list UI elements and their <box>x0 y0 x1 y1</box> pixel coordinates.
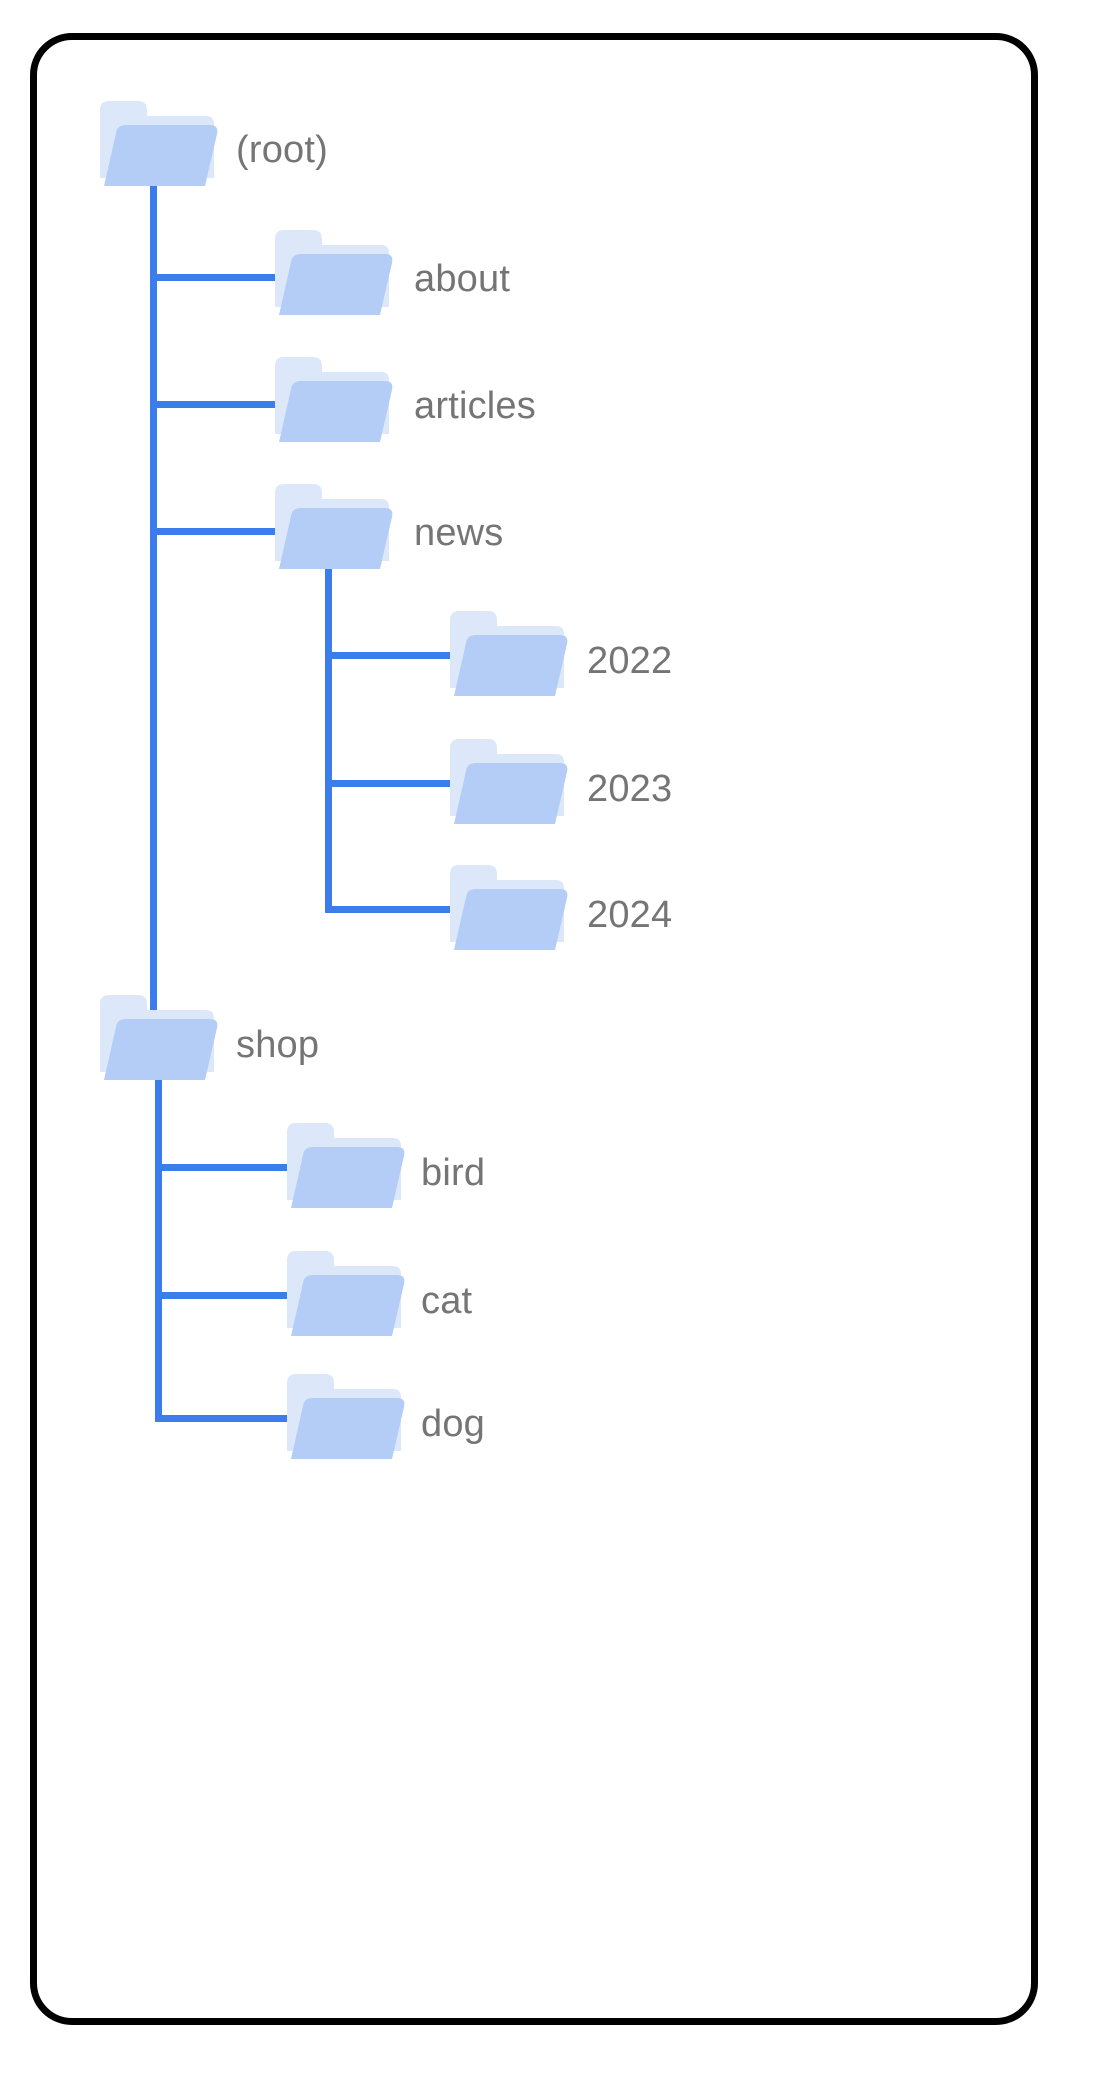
connector-news-2024 <box>325 906 457 913</box>
connector-shop-bird <box>155 1164 295 1171</box>
tree-node-label: 2023 <box>587 768 673 810</box>
tree-node-label: about <box>414 258 511 300</box>
connector-root-about <box>150 274 282 281</box>
folder-icon <box>100 98 220 194</box>
connector-shop-cat <box>155 1292 295 1299</box>
folder-icon <box>275 227 395 323</box>
tree-node-label: news <box>414 512 504 554</box>
connector-news-2023 <box>325 780 457 787</box>
folder-icon <box>287 1120 407 1216</box>
connector-root-news <box>150 528 282 535</box>
folder-icon <box>287 1371 407 1467</box>
folder-icon <box>275 354 395 450</box>
tree-node-label: 2022 <box>587 640 673 682</box>
connector-shop-dog <box>155 1415 295 1422</box>
tree-node-label: dog <box>421 1403 486 1445</box>
tree-node-label: cat <box>421 1280 473 1322</box>
folder-icon <box>287 1248 407 1344</box>
tree-node-label: articles <box>414 385 536 427</box>
folder-icon <box>450 608 570 704</box>
folder-icon <box>275 481 395 577</box>
folder-icon <box>100 992 220 1088</box>
connector-news-2022 <box>325 652 457 659</box>
tree-node-label: shop <box>236 1024 320 1066</box>
tree-node-label: 2024 <box>587 894 673 936</box>
tree-node-label: bird <box>421 1152 486 1194</box>
folder-icon <box>450 862 570 958</box>
folder-icon <box>450 736 570 832</box>
tree-node-label: (root) <box>236 129 328 171</box>
connector-root-articles <box>150 401 282 408</box>
connector-trunk-root <box>150 176 157 1021</box>
connector-trunk-shop <box>155 1070 162 1422</box>
connector-trunk-news <box>325 560 332 913</box>
